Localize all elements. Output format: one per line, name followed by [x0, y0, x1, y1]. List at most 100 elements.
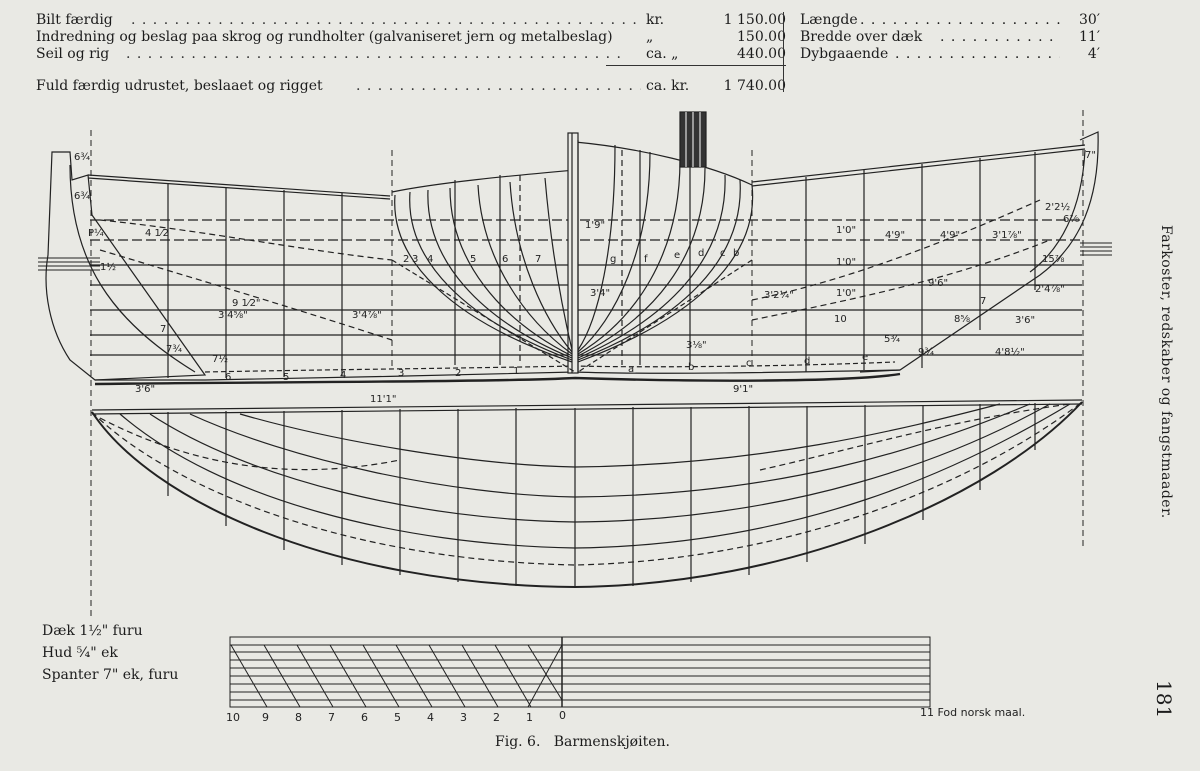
scale-tick-4: 4 [427, 711, 434, 724]
cost-total-row: Fuld færdig udrustet, beslaaet og rigget… [36, 78, 796, 95]
section-label-2: 2 [403, 254, 409, 265]
running-title: Farkoster, redskaber og fangstmaader. [1158, 225, 1174, 519]
leader-dots: . . . . . . . . . . . . . . . . . . . . … [860, 12, 1060, 28]
scale-tick-8: 8 [295, 711, 302, 724]
sum-rule [606, 65, 786, 66]
scale-unit-label: 11 Fod norsk maal. [920, 706, 1025, 719]
materials-list: Dæk 1½" furu Hud ⁵⁄₄" ek Spanter 7" ek, … [42, 620, 222, 686]
dim-label-eleven-one: 11'1" [370, 394, 396, 405]
scale-tick-2: 2 [493, 711, 500, 724]
cost-currency: „ [646, 29, 654, 45]
dim-label-three-six-a: 3'6" [135, 384, 155, 395]
scale-tick-9: 9 [262, 711, 269, 724]
leader-dots: . . . . . . . . . . . . . . . . . . . . … [131, 12, 641, 28]
dim-label-three-four: 3'4" [590, 288, 610, 299]
dim-label-three-six-b: 3'6" [1015, 315, 1035, 326]
section-label-7: 7 [535, 254, 541, 265]
dim-label-stern-top: 6¾ [74, 152, 90, 163]
scale-tick-0: 0 [559, 709, 566, 722]
dim-label-three-four-78: 3'4⅞" [352, 310, 382, 321]
dim-label: Bredde over dæk [800, 29, 923, 45]
station-letter-d: d [804, 356, 810, 367]
dim-value: 30′ [1079, 12, 1100, 28]
cost-currency: ca. „ [646, 46, 679, 62]
scale-tick-10: 10 [226, 711, 240, 724]
dim-label-seven-half: 7½ [212, 353, 228, 365]
section-label-c: c [720, 248, 726, 259]
cost-table: Bilt færdig . . . . . . . . . . . . . . … [36, 12, 796, 102]
cost-label: Indredning og beslag paa skrog og rundho… [36, 29, 613, 45]
leader-dots: . . . . . . . . . . . . . . . . . . . . … [356, 78, 641, 94]
dim-label-four-half: 4 1⁄2 [145, 228, 169, 239]
dim-row-1: . . . . . . . . . . . . . . . . . . . . … [800, 12, 1100, 29]
total-currency: ca. kr. [646, 78, 690, 94]
scale-tick-7: 7 [328, 711, 335, 724]
dim-label-seven-34: 7¾ [166, 344, 182, 355]
half-breadth-view [91, 399, 1083, 589]
dim-label-five-three: 5¾ [884, 334, 900, 345]
dim-label-eight-five: 8⅝ [954, 314, 970, 325]
dim-label-nine-six: 9'6" [928, 278, 948, 289]
dim-label-one-zero-3: 1'0" [836, 288, 856, 299]
dim-label-one-zero-4: 10 [834, 314, 847, 325]
cost-amount: 440.00 [737, 46, 786, 62]
section-label-d: d [698, 248, 704, 259]
body-plan-view [391, 111, 754, 374]
station-number-1: 1 [513, 366, 519, 377]
section-label-f: f [644, 254, 648, 265]
section-label-4: 4 [427, 254, 433, 265]
dim-label-four-nine-b: 4'9" [940, 230, 960, 241]
dim-label-six-a: 6⅞ [1063, 214, 1079, 225]
dim-label-seven: 7 [160, 324, 166, 335]
material-item: Spanter 7" ek, furu [42, 667, 179, 683]
dim-row-2: . . . . . . . . . . . . . . . . . Bredde… [800, 29, 1100, 46]
station-letter-a: a [628, 364, 634, 375]
section-markers [90, 110, 1084, 620]
dim-label-stern-mid: 6¾ [74, 191, 90, 202]
dim-label-three-two: 3'2¼" [764, 289, 794, 301]
waterline-marks-left [38, 242, 1112, 271]
figure-caption: Fig. 6. Barmenskjøiten. [495, 734, 670, 750]
dim-label-p: P¼ [88, 227, 104, 239]
station-number-5: 5 [283, 372, 289, 383]
cost-row-1: Bilt færdig . . . . . . . . . . . . . . … [36, 12, 796, 29]
scale-ticks: 10 9 8 7 6 5 4 3 2 1 0 11 Fod norsk maal… [226, 706, 1025, 724]
cost-row-3: Seil og rig . . . . . . . . . . . . . . … [36, 46, 796, 63]
page-number: 181 [1152, 680, 1176, 719]
cost-currency: kr. [646, 12, 665, 28]
dim-label-three-eight: 3⅛" [686, 340, 707, 351]
dim-label-nine-three: 9¾ [918, 347, 934, 358]
station-letter-e: e [862, 352, 868, 363]
dim-label-two-four: 2'4⅞" [1035, 284, 1065, 295]
dim-label-two-two: 2'2½ [1045, 201, 1070, 213]
cost-row-2: Indredning og beslag paa skrog og rundho… [36, 29, 796, 46]
dim-label: Længde [800, 12, 858, 28]
station-number-6: 6 [225, 372, 231, 383]
scale-tick-5: 5 [394, 711, 401, 724]
dim-value: 11′ [1079, 29, 1100, 45]
dim-label-seven-b: 7 [980, 296, 986, 307]
dim-label-one-zero-1: 1'0" [836, 225, 856, 236]
leader-dots: . . . . . . . . . . . . . . . . . . . . … [895, 46, 1060, 62]
station-number-2: 2 [455, 368, 461, 379]
scale-tick-6: 6 [361, 711, 368, 724]
section-label-3: 3 [412, 254, 418, 265]
dim-label-one-nine: 1'9" [585, 220, 605, 231]
cost-label: Seil og rig [36, 46, 110, 62]
cost-amount: 1 150.00 [723, 12, 786, 28]
column-divider [783, 12, 784, 92]
section-label-e: e [674, 250, 680, 261]
station-number-3: 3 [398, 368, 404, 379]
scale-bar [229, 636, 931, 708]
scale-tick-1: 1 [526, 711, 533, 724]
section-label-6: 6 [502, 254, 508, 265]
dim-value: 4′ [1087, 46, 1100, 62]
cost-label: Bilt færdig [36, 12, 113, 28]
dim-label-three-one: 3'1⅞" [992, 230, 1022, 241]
dim-row-3: . . . . . . . . . . . . . . . . . . . . … [800, 46, 1100, 63]
section-label-5: 5 [470, 254, 476, 265]
scale-tick-3: 3 [460, 711, 467, 724]
cost-amount: 150.00 [737, 29, 786, 45]
dim-label-four-eight: 4'8½" [995, 346, 1025, 358]
